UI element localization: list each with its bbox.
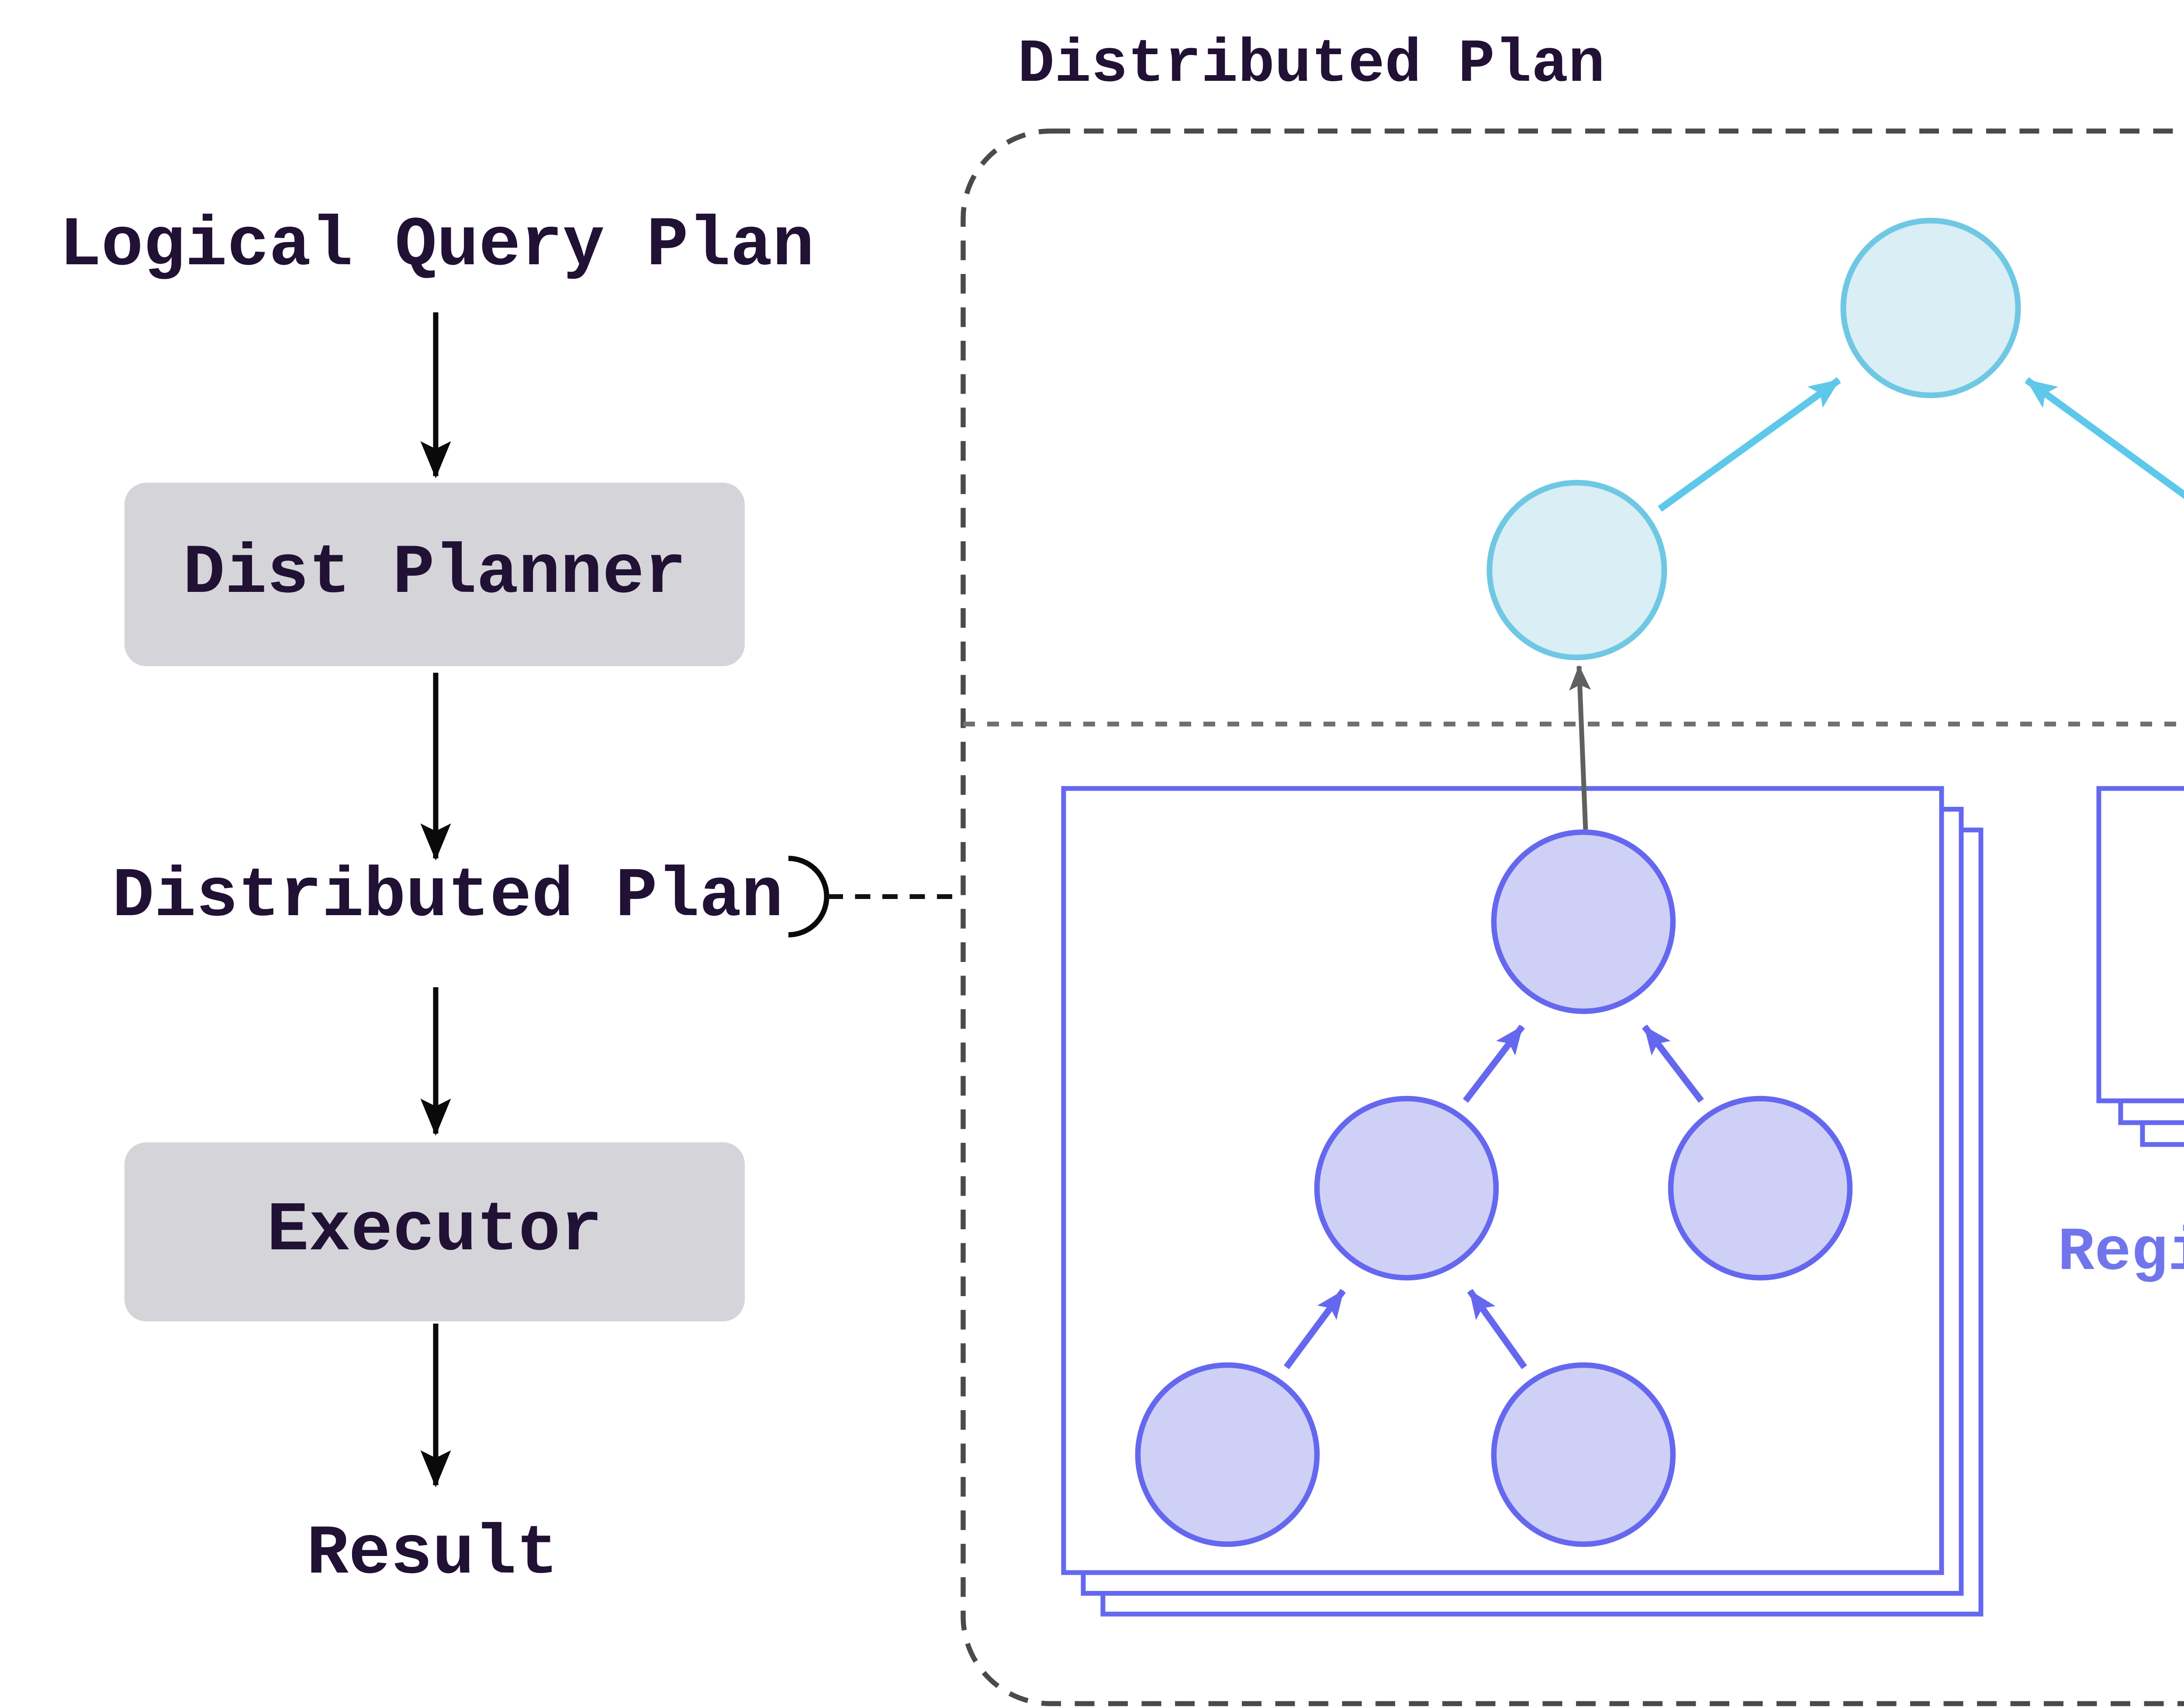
datanode-edge-midright-to-root [1642,1024,1704,1103]
datanode-leaf-right-node [1491,1362,1676,1547]
datanode-to-frontend-arrow-left [1569,665,1591,830]
dist-planner-label: Dist Planner [183,533,687,614]
regions-label: Regions [2057,1221,2184,1289]
logical-query-plan-label: Logical Query Plan [59,205,815,286]
distributed-plan-label: Distributed Plan [112,856,784,937]
frontend-left-node [1486,480,1667,660]
frontend-edge-left-to-root [1658,377,1841,512]
result-label: Result [306,1514,559,1594]
executor-box: Executor [124,1142,745,1321]
datanode-edge-bottomleft-to-mid [1283,1289,1346,1369]
datanode-mid-right-node [1668,1096,1853,1281]
datanode-edge-bottomright-to-mid [1467,1289,1527,1369]
plan-box-title: Distributed Plan [1018,33,1605,100]
executor-label: Executor [266,1190,603,1271]
distributed-plan-border [961,128,2184,1706]
datanode-leaf-left-node [1135,1362,1320,1547]
datanode-root-node [1491,829,1676,1014]
datanode-edge-midleft-to-root [1463,1024,1525,1103]
dist-planner-box: Dist Planner [124,483,745,666]
frontend-root-node [1840,218,2021,398]
frontend-edge-right-to-root [2025,377,2184,499]
brace-connector [788,856,829,937]
datanode-mid-left-node [1314,1096,1499,1281]
region-sheet-front [2096,786,2184,1103]
